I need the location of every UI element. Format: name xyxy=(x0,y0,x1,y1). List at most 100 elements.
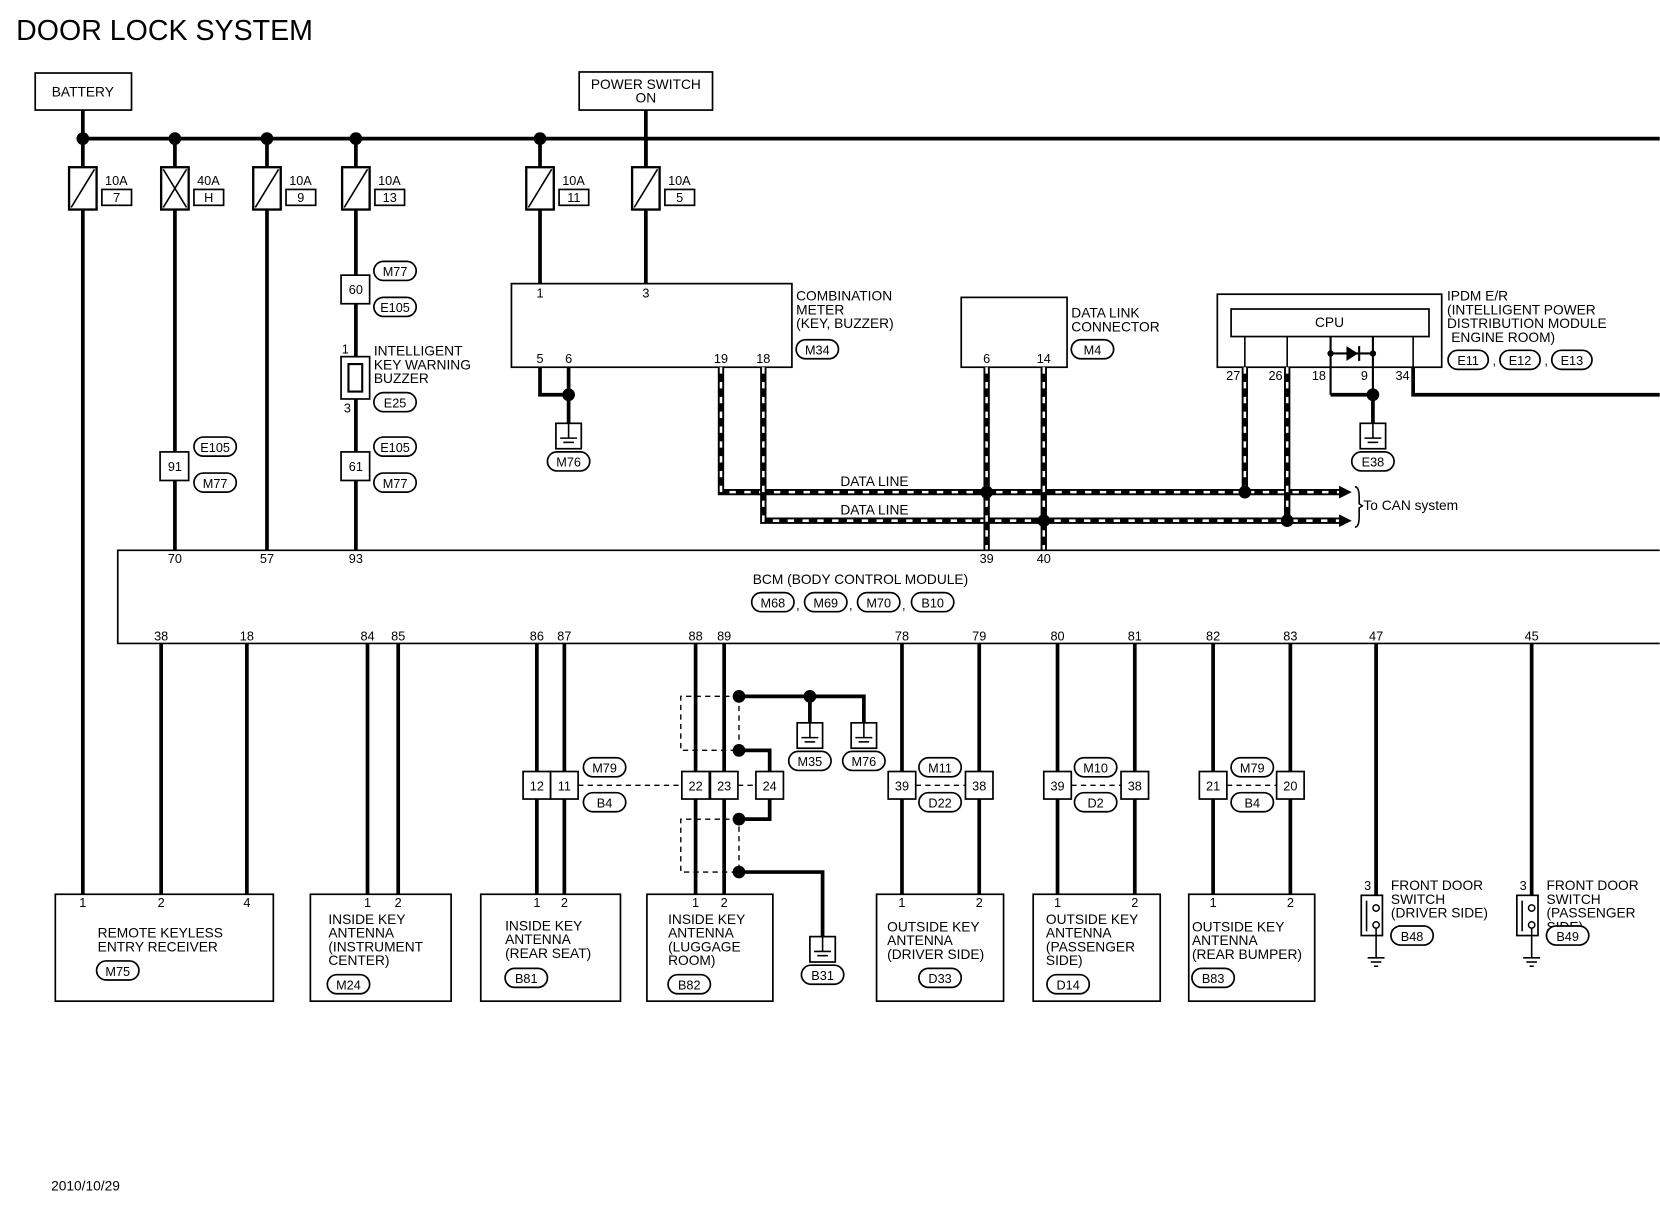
junction-dot xyxy=(732,812,746,826)
fuse-rating: 10A xyxy=(562,174,585,188)
svg-text:2: 2 xyxy=(561,896,568,910)
connector-tag xyxy=(1191,967,1236,989)
connector-tag xyxy=(1073,791,1118,813)
connector-tag-label: M11 xyxy=(928,762,952,776)
svg-text:1: 1 xyxy=(533,896,540,910)
svg-text:(DRIVER SIDE): (DRIVER SIDE) xyxy=(887,947,984,962)
connector-tag-label: E38 xyxy=(1362,456,1385,470)
connector-tag-label: M79 xyxy=(592,762,617,776)
bcm-pin: 39 xyxy=(980,552,994,566)
svg-text:1: 1 xyxy=(342,342,349,356)
cpu-label: CPU xyxy=(1315,315,1344,330)
svg-text:ENTRY RECEIVER: ENTRY RECEIVER xyxy=(98,939,218,954)
connector-tag: E11 xyxy=(1457,354,1479,368)
svg-text:1: 1 xyxy=(1054,896,1061,910)
connector-tag xyxy=(1390,925,1435,946)
bcm-label: BCM (BODY CONTROL MODULE) xyxy=(753,572,968,587)
connector-tag-label: M75 xyxy=(105,965,130,979)
power-switch-label-2: ON xyxy=(636,91,657,106)
svg-text:(REAR BUMPER): (REAR BUMPER) xyxy=(1192,947,1302,962)
junction-dot xyxy=(732,865,746,879)
ground-icon xyxy=(850,721,878,750)
svg-text:OUTSIDE KEY: OUTSIDE KEY xyxy=(887,919,979,934)
svg-text:ANTENNA: ANTENNA xyxy=(887,933,954,948)
connector-tag xyxy=(856,591,901,613)
connector-tag: M77 xyxy=(383,265,408,279)
connector-tag: E105 xyxy=(380,301,410,315)
fuse-icon xyxy=(343,168,369,208)
connector-tag xyxy=(918,756,963,778)
svg-text:3: 3 xyxy=(344,402,351,416)
connector-pin-box xyxy=(1120,770,1150,800)
connector-tag xyxy=(582,756,627,778)
meter-ground-wire xyxy=(538,367,569,397)
bcm-pin: 89 xyxy=(717,629,731,643)
connector-tag-label: D33 xyxy=(928,972,951,986)
connector-tag: E25 xyxy=(384,396,407,410)
svg-text:39: 39 xyxy=(895,780,909,794)
svg-text:(KEY, BUZZER): (KEY, BUZZER) xyxy=(796,316,894,331)
bcm-pin: 93 xyxy=(349,552,363,566)
connector-tag xyxy=(582,791,627,813)
diagram-title: DOOR LOCK SYSTEM xyxy=(16,15,313,47)
fuse-number: H xyxy=(204,191,213,205)
svg-text:COMBINATION: COMBINATION xyxy=(796,289,892,304)
svg-text:ANTENNA: ANTENNA xyxy=(1192,933,1259,948)
svg-text:INSIDE KEY: INSIDE KEY xyxy=(505,918,582,933)
connector-tag-label: B4 xyxy=(597,796,613,810)
connector-tag xyxy=(1545,925,1590,946)
bcm-pin: 40 xyxy=(1037,552,1051,566)
connector-tag-label: M69 xyxy=(813,596,838,610)
ground-icon xyxy=(1359,422,1387,450)
connector-tag xyxy=(546,451,591,472)
svg-text:1: 1 xyxy=(79,896,86,910)
connector-tag xyxy=(803,591,848,613)
fuse-number: 9 xyxy=(297,191,304,205)
svg-text:(DRIVER SIDE): (DRIVER SIDE) xyxy=(1391,906,1488,921)
svg-text:BUZZER: BUZZER xyxy=(374,371,429,386)
bcm-pin: 57 xyxy=(260,552,274,566)
battery-source: BATTERY xyxy=(34,72,133,111)
bcm-pin: 79 xyxy=(972,629,986,643)
fuse-number: 11 xyxy=(567,191,580,205)
connector-tag xyxy=(667,973,712,995)
data-line-label: DATA LINE xyxy=(840,502,908,517)
connector-tag: M77 xyxy=(203,477,228,491)
svg-text:38: 38 xyxy=(972,780,986,794)
connector-pin-box xyxy=(1042,770,1073,800)
connector-tag xyxy=(1230,791,1275,813)
fuse-icon xyxy=(633,168,659,208)
svg-text:,: , xyxy=(1493,354,1497,368)
svg-text:OUTSIDE KEY: OUTSIDE KEY xyxy=(1046,912,1138,927)
connector-tag-label: M10 xyxy=(1083,762,1108,776)
svg-text:2: 2 xyxy=(1131,896,1138,910)
bcm-pin: 87 xyxy=(557,629,571,643)
connector-tag-label: B82 xyxy=(678,979,701,993)
bcm-pin: 82 xyxy=(1206,629,1220,643)
svg-text:SIDE): SIDE) xyxy=(1046,953,1083,968)
svg-text:ANTENNA: ANTENNA xyxy=(328,926,395,941)
connector-tag xyxy=(787,750,832,772)
junction-dot xyxy=(562,388,575,402)
connector-pin-box xyxy=(680,770,711,800)
connector-tag-label: M68 xyxy=(761,596,786,610)
svg-text:(PASSENGER: (PASSENGER xyxy=(1546,906,1635,921)
battery-label: BATTERY xyxy=(52,84,114,99)
svg-text:9: 9 xyxy=(1361,369,1368,383)
svg-text:6: 6 xyxy=(983,352,990,366)
fuse-rating: 40A xyxy=(197,174,220,188)
date-stamp: 2010/10/29 xyxy=(51,1179,120,1194)
ground-icon xyxy=(555,422,583,450)
connector-tag-label: M76 xyxy=(852,755,877,769)
svg-text:(INSTRUMENT: (INSTRUMENT xyxy=(328,939,423,954)
svg-text:REMOTE KEYLESS: REMOTE KEYLESS xyxy=(98,926,223,941)
junction-dot xyxy=(732,690,746,703)
svg-text:60: 60 xyxy=(349,283,363,297)
